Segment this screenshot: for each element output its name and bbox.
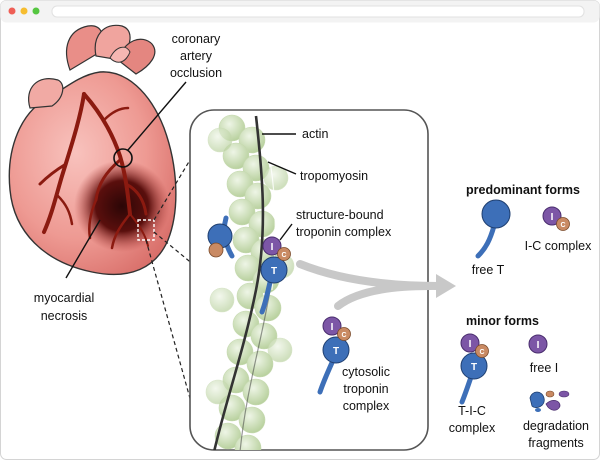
- cytosolic-troponin: T I C: [317, 316, 351, 395]
- heart-illustration: [8, 24, 177, 276]
- svg-text:I: I: [271, 242, 274, 253]
- structure-bound-label-line2: troponin complex: [296, 225, 392, 239]
- tropomyosin-label: tropomyosin: [300, 169, 368, 183]
- free-t-label: free T: [472, 263, 505, 277]
- tic-label-line1: T-I-C: [458, 404, 486, 418]
- svg-text:C: C: [281, 252, 286, 259]
- degradation-label-line1: degradation: [523, 419, 589, 433]
- cytosolic-label-line3: complex: [343, 399, 390, 413]
- necrosis-region: [74, 160, 170, 252]
- ic-complex-label: I-C complex: [525, 239, 592, 253]
- coronary-arteries: [38, 92, 149, 250]
- degradation-fragments: [529, 390, 570, 412]
- tic-complex: T I C: [459, 333, 489, 405]
- necrosis-label-line1: myocardial: [34, 291, 94, 305]
- svg-text:T: T: [271, 266, 277, 277]
- minimize-dot-icon[interactable]: [20, 7, 28, 15]
- free-troponin-t: [475, 199, 511, 259]
- cytosolic-label-line2: troponin: [343, 382, 388, 396]
- myofilament-panel: T I C T I C actin tropomyosin structure-…: [189, 109, 429, 451]
- svg-text:T: T: [333, 346, 339, 357]
- degradation-label-line2: fragments: [528, 436, 584, 450]
- bound-troponin-left: [207, 215, 235, 259]
- free-troponin-i: I: [528, 334, 548, 354]
- svg-text:T: T: [471, 362, 477, 373]
- predominant-heading: predominant forms: [466, 183, 580, 197]
- actin-label: actin: [302, 127, 328, 141]
- coronary-label-line1: coronary: [172, 32, 221, 46]
- zoom-box: [137, 219, 155, 241]
- coronary-label-line2: artery: [180, 49, 213, 63]
- address-bar[interactable]: [51, 5, 585, 18]
- svg-text:C: C: [341, 332, 346, 339]
- tic-label-line2: complex: [449, 421, 496, 435]
- tropomyosin-strand: [212, 115, 265, 450]
- svg-text:C: C: [560, 222, 565, 229]
- structure-bound-label-line1: structure-bound: [296, 208, 384, 222]
- minor-heading: minor forms: [466, 314, 539, 328]
- release-arrow: [296, 260, 456, 310]
- maximize-dot-icon[interactable]: [32, 7, 40, 15]
- necrosis-label-line2: necrosis: [41, 309, 88, 323]
- svg-text:C: C: [479, 349, 484, 356]
- close-dot-icon[interactable]: [8, 7, 16, 15]
- cytosolic-label-line1: cytosolic: [342, 365, 390, 379]
- svg-text:I: I: [537, 340, 540, 351]
- occlusion-marker: [113, 148, 133, 168]
- coronary-label-line3: occlusion: [170, 66, 222, 80]
- free-i-label: free I: [530, 361, 559, 375]
- svg-text:I: I: [331, 322, 334, 333]
- structure-bound-troponin: T I C: [259, 236, 291, 315]
- svg-text:I: I: [551, 212, 554, 223]
- ic-complex: I C: [542, 206, 570, 231]
- svg-text:I: I: [469, 339, 472, 350]
